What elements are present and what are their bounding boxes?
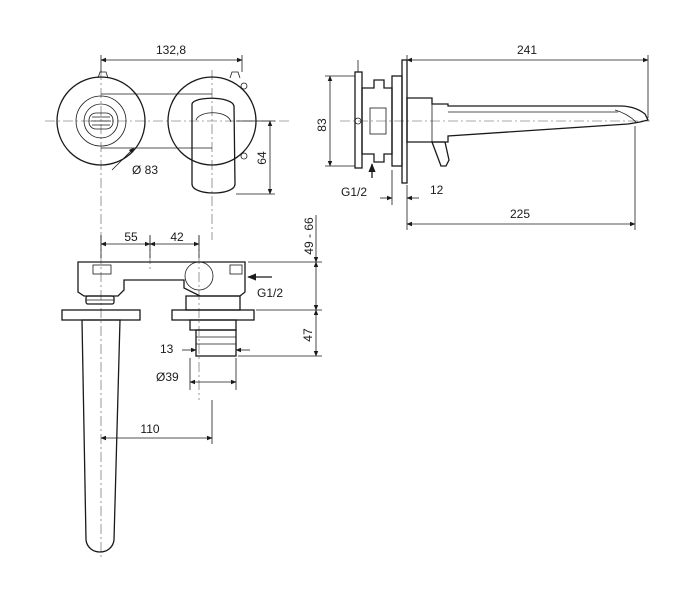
dim-132-8-label: 132,8	[156, 43, 186, 57]
dim-12-label: 12	[430, 183, 444, 197]
dim-64-label: 64	[255, 151, 269, 165]
dim-110-label: 110	[140, 422, 159, 436]
spout-side	[406, 97, 649, 143]
dim-42-label: 42	[170, 230, 184, 244]
dim-241-label: 241	[517, 43, 537, 57]
plan-g12-label: G1/2	[257, 286, 283, 300]
dim-13-label: 13	[160, 342, 174, 356]
dim-55-label: 55	[124, 230, 138, 244]
plan-rosette-right	[171, 309, 255, 321]
lever-side	[431, 141, 450, 167]
left-rosette	[56, 76, 146, 166]
dim-225-label: 225	[510, 207, 530, 221]
spout-plan	[81, 319, 121, 553]
dim-side-83-label: 83	[315, 118, 329, 132]
plan-body	[77, 261, 246, 297]
aerator-icon	[88, 112, 114, 130]
dim-47-label: 47	[301, 328, 315, 342]
front-view: 132,8 Ø 83 64	[45, 43, 290, 240]
dim-diameter-83-label: Ø 83	[132, 163, 158, 177]
cartridge	[195, 329, 237, 357]
dim-diameter-39-label: Ø39	[156, 370, 179, 384]
plan-view: 55 42 49 - 66 G1/2 47 13 Ø39 110	[61, 215, 322, 560]
handle-lever	[191, 97, 236, 194]
side-g12-label: G1/2	[341, 185, 367, 199]
side-view: 83 241 G1/2 12 225	[315, 43, 650, 230]
dim-49-66-label: 49 - 66	[302, 217, 316, 255]
